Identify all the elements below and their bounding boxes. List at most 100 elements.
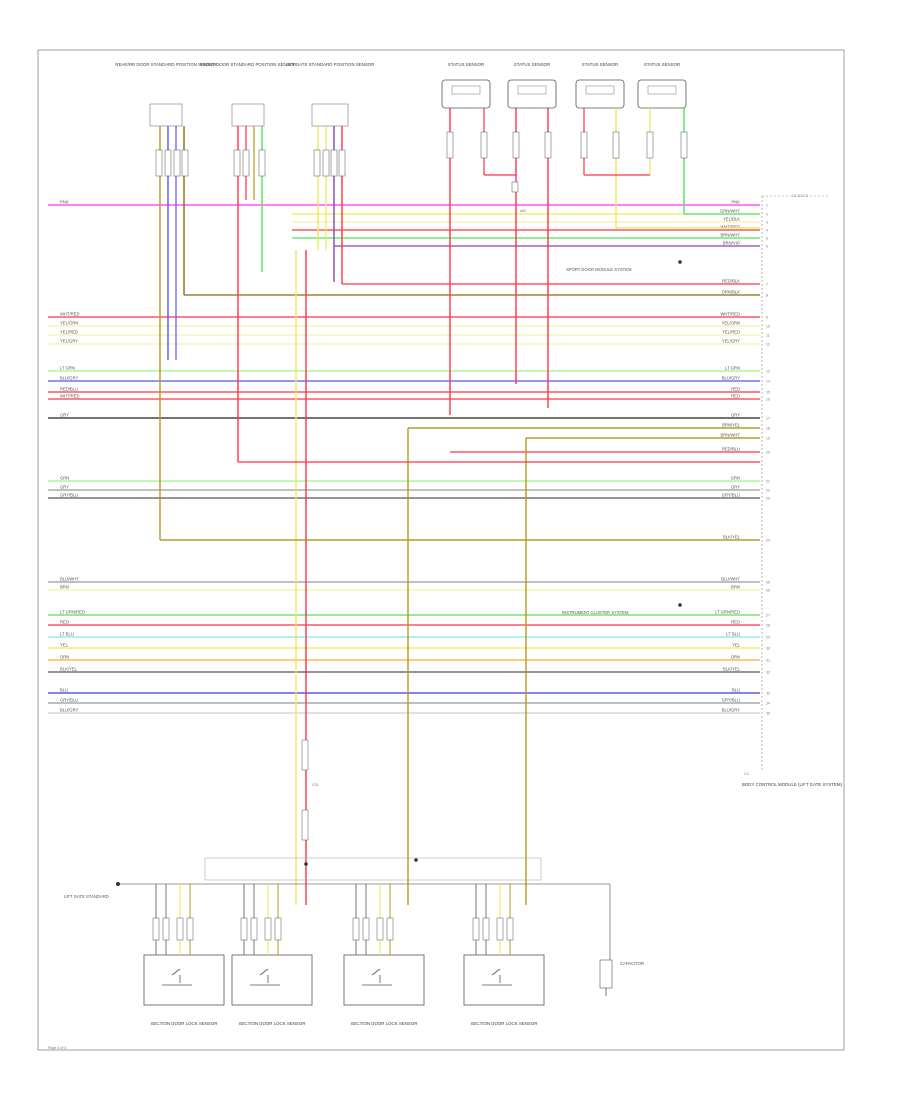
wire-yel-6-pin: 30	[766, 647, 770, 651]
rear-door-sensor: REAR/RR DOOR STANDARD POSITION SENSOR	[115, 62, 217, 540]
wire-grn-2-pin: 13	[766, 370, 770, 374]
tag-upper: SPORT DOOR MODULE SYSTEM	[566, 267, 632, 272]
section-sensor-3-label: SECTION DOOR LOCK SENSOR	[351, 1021, 418, 1026]
diagram-frame	[37, 49, 845, 1051]
wire-yel-3-label-right: YEL/ORN	[722, 321, 740, 326]
wire-olv-1-label-right: BLK/YEL	[723, 535, 741, 540]
wire-red-7-label-left: RED	[60, 620, 69, 625]
wire-olv-1-pin: 24	[766, 539, 770, 543]
wire-gry-2-label-right: GRY/BLU	[722, 493, 740, 498]
tag-lower: INSTRUMENT CLUSTER SYSTEM	[562, 610, 629, 615]
wire-org-1-label-right: ORN	[731, 655, 740, 660]
wire-pink-top-label-right: PNK	[731, 200, 740, 205]
wire-yel-2-label-right: YEL/BLK	[723, 217, 740, 222]
module-pin-label: C3	[744, 772, 749, 776]
wire-brn-3-pin: 19	[766, 437, 770, 441]
wire-blk-1-pin: 17	[766, 417, 770, 421]
wire-red-2-pin: 7	[766, 283, 768, 287]
wire-grn-4-label-left: LT GRN/RED	[60, 610, 85, 615]
wire-gry-6-pin: 35	[766, 712, 770, 716]
wire-blu-1-label-left: BLU/GRY	[60, 376, 79, 381]
wire-red-4-pin: 15	[766, 391, 770, 395]
status-sensor-c-label: STATUS SENSOR	[582, 62, 618, 67]
wire-red-4-label-left: RED/BLU	[60, 387, 78, 392]
wire-gry-1-label-left: GRY	[60, 485, 69, 490]
splice-cd-label: C/D	[312, 783, 319, 787]
status-sensor-a: STATUS SENSOR	[441, 62, 491, 415]
wire-yel-3-label-left: YEL/ORN	[60, 321, 78, 326]
wire-grn-4-label-right: LT GRN/RED	[715, 610, 740, 615]
status-sensor-d: STATUS SENSOR	[637, 62, 688, 214]
rear-door-sensor-label: REAR/RR DOOR STANDARD POSITION SENSOR	[115, 62, 216, 67]
wire-red-3-label-left: WHT/RED	[60, 312, 80, 317]
wire-yel-2-pin: 3	[766, 221, 768, 225]
wire-gry-3-label-left: BLU/WHT	[60, 577, 79, 582]
section-sensor-2: SECTION DOOR LOCK SENSOR	[231, 884, 313, 1026]
wire-red-3-label-right: WHT/RED	[720, 312, 740, 317]
wire-gry-5-pin: 34	[766, 702, 770, 706]
wire-yel-5-pin: 12	[766, 343, 770, 347]
wire-tan-1-pin: 26	[766, 589, 770, 593]
wire-gry-6-label-left: BLU/GRY	[60, 708, 79, 713]
status-sensor-c: STATUS SENSOR	[575, 62, 625, 228]
wire-yel-4-pin: 11	[766, 334, 770, 338]
wire-yel-5-label-left: YEL/GRY	[60, 339, 78, 344]
lift-gate-left-label: LIFT GATE STANDARD	[64, 894, 109, 899]
wire-grn-3-label-left: GRN	[60, 476, 69, 481]
wire-red-5-label-right: RED	[731, 394, 740, 399]
front-door-sensor: FRONT DOOR STANDARD POSITION SENSOR	[200, 62, 296, 462]
wire-gry-1-label-right: GRY	[731, 485, 740, 490]
section-sensor-3: SECTION DOOR LOCK SENSOR	[343, 884, 425, 1026]
wire-blu-2-label-left: BLU	[60, 688, 68, 693]
wire-grn-1-label-right: BRN/WHT	[720, 233, 740, 238]
wire-red-2-label-right: RED/BLK	[722, 279, 740, 284]
wire-blu-1-pin: 14	[766, 380, 770, 384]
wire-brn-3-label-right: BRN/WHT	[720, 433, 740, 438]
wire-gry-3-pin: 25	[766, 581, 770, 585]
wire-gry-5-label-left: GRY/BLU	[60, 698, 78, 703]
wire-yel-5-label-right: YEL/GRY	[722, 339, 740, 344]
status-sensor-d-label: STATUS SENSOR	[644, 62, 680, 67]
lift-gate-sensor-label: LIFT GATE STANDARD POSITION SENSOR	[286, 62, 375, 67]
section-sensor-1-label: SECTION DOOR LOCK SENSOR	[151, 1021, 218, 1026]
wire-grn-2-label-left: LT GRN	[60, 366, 75, 371]
splice-ab-label: A/B	[520, 209, 526, 213]
wire-red-6-pin: 20	[766, 451, 770, 455]
wire-yel-1-label-right: GRN/WHT	[720, 209, 740, 214]
section-sensor-1: SECTION DOOR LOCK SENSOR	[143, 884, 225, 1026]
wire-red-4-label-right: RED	[731, 387, 740, 392]
wire-cyn-1-label-right: LT BLU	[726, 632, 740, 637]
wire-red-3-pin: 9	[766, 316, 768, 320]
wire-brn-2-label-right: BRN/YEL	[722, 423, 741, 428]
wire-red-1-pin: 4	[766, 229, 768, 233]
wire-pink-top-pin: 1	[766, 204, 768, 208]
body-control-module: C1 C2 C3 C3 BODY CONTROL MODULE (LIFT GA…	[742, 194, 843, 787]
wire-red-7-label-right: RED	[731, 620, 740, 625]
wire-pink-top-label-left: PNK	[60, 200, 69, 205]
wire-brn-1-label-right: ORN/BLK	[722, 290, 741, 295]
wire-grn-3-pin: 21	[766, 480, 770, 484]
wire-gry-6-label-right: BLU/GRY	[722, 708, 741, 713]
wire-tan-1-label-left: BRN	[60, 585, 69, 590]
wire-gry-3-label-right: BLU/WHT	[721, 577, 740, 582]
wire-red-5-label-left: WHT/RED	[60, 394, 80, 399]
wire-gry-5-label-right: GRY/BLU	[722, 698, 740, 703]
wire-grn-3-label-right: GRN	[731, 476, 740, 481]
wire-red-1-label-right: WHT/RED	[720, 225, 740, 230]
bottom-harness: LIFT GATE STANDARD CAPACITOR	[64, 857, 644, 996]
wire-gry-4-label-left: BLK/YEL	[60, 667, 78, 672]
wire-red-5-pin: 16	[766, 398, 770, 402]
wire-gry-4-pin: 32	[766, 671, 770, 675]
status-sensor-a-label: STATUS SENSOR	[448, 62, 484, 67]
wire-red-7-pin: 28	[766, 624, 770, 628]
bottom-sensors: SECTION DOOR LOCK SENSOR SECTION DOOR LOC…	[143, 884, 545, 1026]
wire-red-6-label-right: RED/BLU	[722, 447, 740, 452]
section-sensor-4-label: SECTION DOOR LOCK SENSOR	[471, 1021, 538, 1026]
wire-cyn-1-label-left: LT BLU	[60, 632, 74, 637]
wire-yel-4-label-right: YEL/RED	[722, 330, 740, 335]
lift-gate-sensor: LIFT GATE STANDARD POSITION SENSOR	[286, 62, 375, 284]
wire-yel-6-label-left: YEL	[60, 643, 69, 648]
status-sensor-b-label: STATUS SENSOR	[514, 62, 550, 67]
